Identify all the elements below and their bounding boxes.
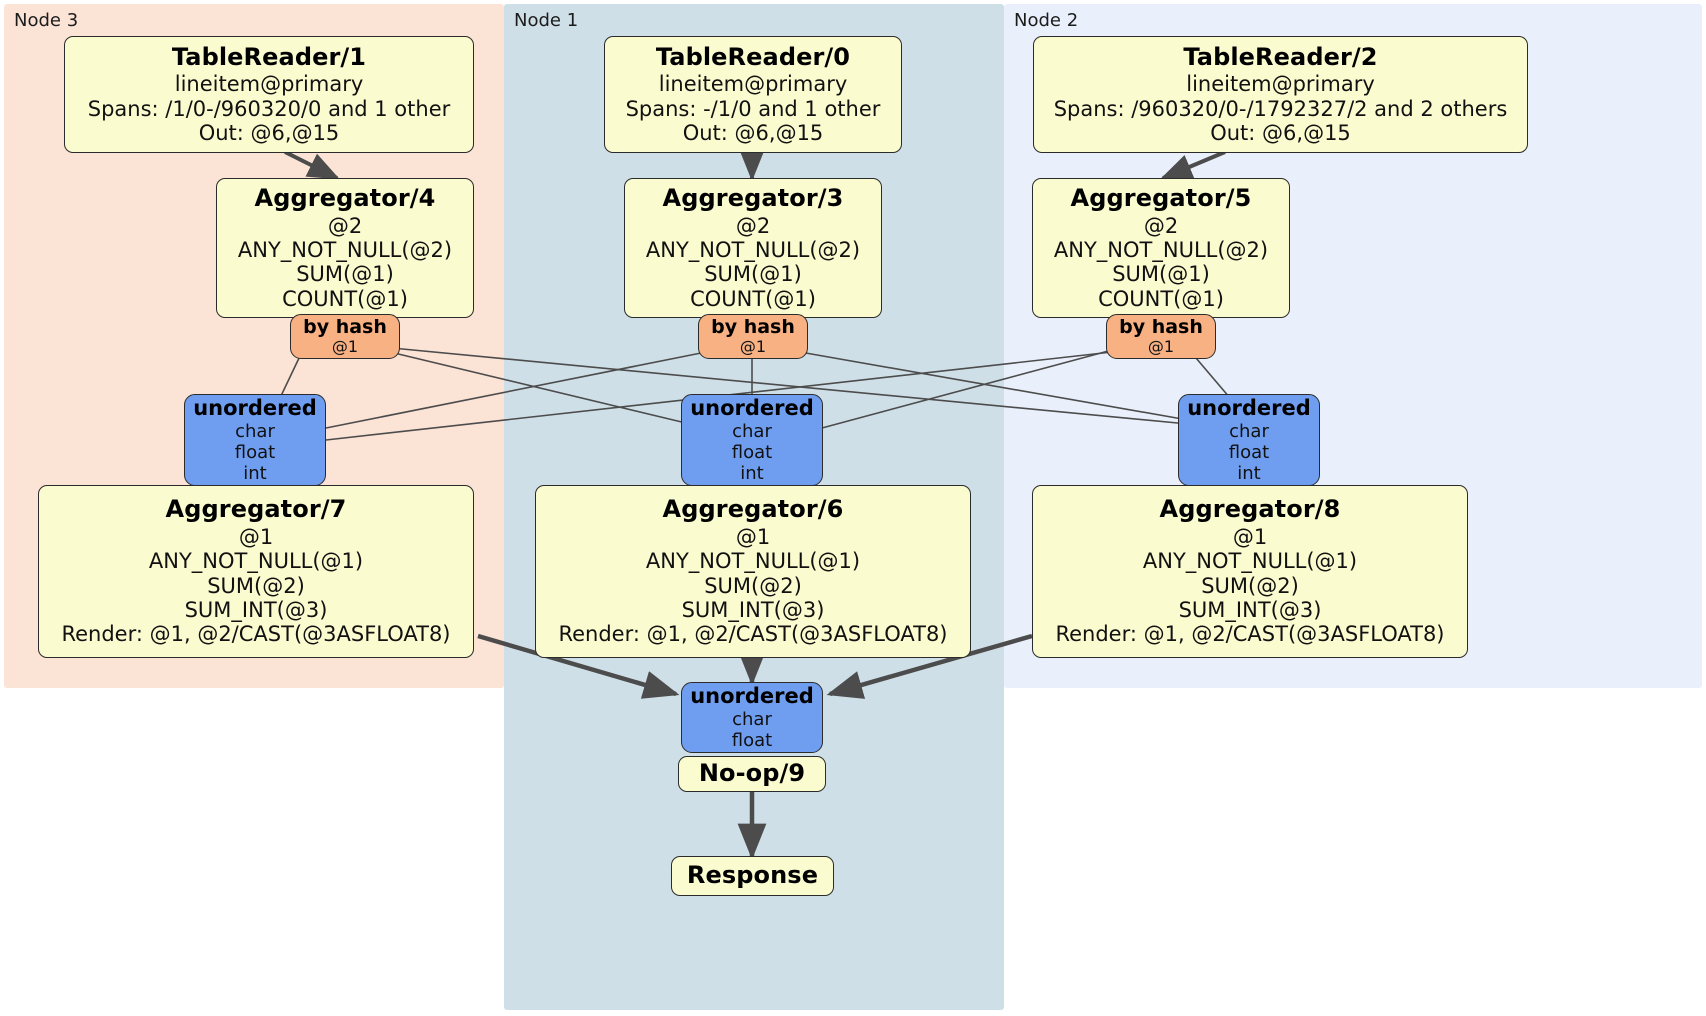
synchronizer-type-2: float [731,729,773,751]
processor-func-3: SUM_INT(@3) [184,598,328,623]
processor-func-1: ANY_NOT_NULL(@2) [237,238,453,263]
processor-func-2: SUM(@2) [704,573,802,598]
processor-func-2: SUM(@1) [1112,262,1210,287]
synchronizer-type-1: char [732,708,772,730]
processor-table: lineitem@primary [1186,72,1375,97]
router-title: by hash [1119,316,1203,339]
synchronizer-title: unordered [690,683,814,708]
processor-aggregator-8[interactable]: Aggregator/8 @1 ANY_NOT_NULL(@1) SUM(@2)… [1032,485,1468,658]
cluster-node-2-label: Node 2 [1014,10,1079,31]
synchronizer-title: unordered [690,395,814,420]
processor-no-op-9[interactable]: No-op/9 [678,756,826,792]
router-key: @1 [331,337,359,357]
router-title: by hash [711,316,795,339]
processor-render: Render: @1, @2/CAST(@3ASFLOAT8) [558,622,948,647]
synchronizer-type-3: int [740,463,764,484]
synchronizer-type-3: int [1237,463,1261,484]
synchronizer-type-2: float [234,441,276,463]
router-title: by hash [303,316,387,339]
processor-func-3: SUM_INT(@3) [681,598,825,623]
processor-group: @2 [1143,213,1179,238]
router-by-hash-agg5[interactable]: by hash @1 [1106,314,1216,359]
router-by-hash-agg4[interactable]: by hash @1 [290,314,400,359]
processor-group: @1 [238,525,274,550]
processor-aggregator-7[interactable]: Aggregator/7 @1 ANY_NOT_NULL(@1) SUM(@2)… [38,485,474,658]
processor-spans: Spans: /960320/0-/1792327/2 and 2 others [1053,96,1508,121]
processor-func-2: SUM(@1) [704,262,802,287]
processor-table: lineitem@primary [174,72,364,97]
processor-title: Aggregator/4 [254,183,436,212]
processor-title: Response [686,860,819,889]
processor-title: Aggregator/7 [165,495,347,524]
processor-table-reader-2[interactable]: TableReader/2 lineitem@primary Spans: /9… [1033,36,1528,153]
processor-func-1: ANY_NOT_NULL(@1) [1142,549,1358,574]
cluster-node-1-label: Node 1 [514,10,579,31]
processor-title: Aggregator/8 [1159,495,1341,524]
processor-table: lineitem@primary [658,72,848,97]
processor-func-3: COUNT(@1) [690,286,816,311]
processor-aggregator-3[interactable]: Aggregator/3 @2 ANY_NOT_NULL(@2) SUM(@1)… [624,178,882,318]
synchronizer-type-1: char [1229,420,1269,442]
processor-render: Render: @1, @2/CAST(@3ASFLOAT8) [61,622,451,647]
processor-func-2: SUM(@2) [207,573,305,598]
synchronizer-unordered-final[interactable]: unordered char float [681,682,823,753]
processor-func-3: SUM_INT(@3) [1178,598,1322,623]
processor-title: Aggregator/3 [662,183,844,212]
processor-func-1: ANY_NOT_NULL(@2) [645,238,861,263]
processor-table-reader-0[interactable]: TableReader/0 lineitem@primary Spans: -/… [604,36,902,153]
synchronizer-unordered-node3[interactable]: unordered char float int [184,394,326,486]
processor-title: Aggregator/6 [662,495,844,524]
synchronizer-title: unordered [193,395,317,420]
processor-title: Aggregator/5 [1070,183,1252,212]
processor-group: @2 [735,213,771,238]
processor-group: @1 [1232,525,1268,550]
processor-title: TableReader/0 [655,42,851,71]
processor-func-1: ANY_NOT_NULL(@2) [1053,238,1269,263]
synchronizer-unordered-node1[interactable]: unordered char float int [681,394,823,486]
processor-func-3: COUNT(@1) [282,286,408,311]
processor-func-3: COUNT(@1) [1098,286,1224,311]
processor-title: TableReader/1 [171,42,367,71]
router-key: @1 [739,337,767,357]
synchronizer-type-1: char [235,420,275,442]
synchronizer-type-3: int [243,463,267,484]
cluster-node-3-label: Node 3 [14,10,79,31]
processor-render: Render: @1, @2/CAST(@3ASFLOAT8) [1055,622,1445,647]
processor-title: TableReader/2 [1183,42,1378,71]
processor-group: @2 [327,213,363,238]
router-key: @1 [1147,337,1175,357]
processor-out: Out: @6,@15 [1210,121,1351,146]
processor-out: Out: @6,@15 [682,121,824,146]
processor-func-2: SUM(@1) [296,262,394,287]
processor-func-1: ANY_NOT_NULL(@1) [645,549,861,574]
processor-out: Out: @6,@15 [198,121,340,146]
processor-spans: Spans: -/1/0 and 1 other [625,96,881,121]
processor-title: No-op/9 [698,758,806,787]
synchronizer-title: unordered [1187,395,1311,420]
synchronizer-type-2: float [731,441,773,463]
processor-aggregator-6[interactable]: Aggregator/6 @1 ANY_NOT_NULL(@1) SUM(@2)… [535,485,971,658]
processor-spans: Spans: /1/0-/960320/0 and 1 other [87,96,451,121]
processor-group: @1 [735,525,771,550]
router-by-hash-agg3[interactable]: by hash @1 [698,314,808,359]
synchronizer-type-2: float [1228,441,1270,463]
processor-func-1: ANY_NOT_NULL(@1) [148,549,364,574]
processor-aggregator-4[interactable]: Aggregator/4 @2 ANY_NOT_NULL(@2) SUM(@1)… [216,178,474,318]
processor-table-reader-1[interactable]: TableReader/1 lineitem@primary Spans: /1… [64,36,474,153]
processor-aggregator-5[interactable]: Aggregator/5 @2 ANY_NOT_NULL(@2) SUM(@1)… [1032,178,1290,318]
processor-response[interactable]: Response [671,856,834,896]
processor-func-2: SUM(@2) [1201,573,1299,598]
synchronizer-unordered-node2[interactable]: unordered char float int [1178,394,1320,486]
synchronizer-type-1: char [732,420,772,442]
